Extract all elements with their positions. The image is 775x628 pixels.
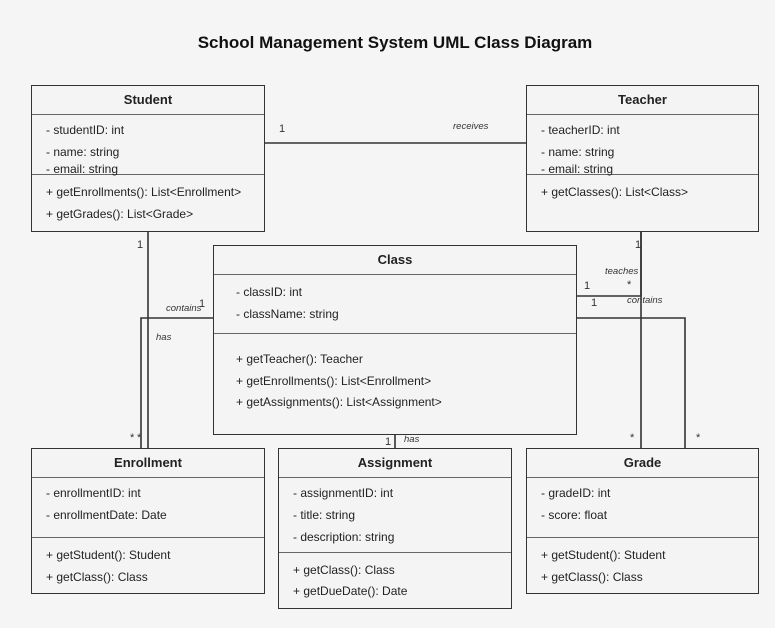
grade-method: + getClass(): Class (541, 570, 643, 584)
mult-class-contains-left: 1 (199, 298, 205, 310)
class-attr: - classID: int (236, 285, 303, 299)
teacher-class-box[interactable]: Teacher - teacherID: int - name: string … (526, 85, 759, 232)
enrollment-class-name: Enrollment (32, 449, 264, 478)
mult-enrollment-has: * (137, 432, 142, 444)
enrollment-class-box[interactable]: Enrollment - enrollmentID: int - enrollm… (31, 448, 265, 594)
class-attr: - className: string (236, 307, 339, 321)
assignment-class-name: Assignment (279, 449, 511, 478)
student-class-name: Student (32, 86, 264, 115)
diagram-title: School Management System UML Class Diagr… (197, 33, 593, 52)
assignment-method: + getDueDate(): Date (293, 584, 408, 598)
class-class-name: Class (214, 246, 576, 275)
contains-left-label: contains (166, 303, 202, 314)
class-class-box[interactable]: Class - classID: int - className: string… (213, 245, 577, 435)
grade-class-name: Grade (527, 449, 758, 478)
enrollment-attr: - enrollmentDate: Date (46, 508, 167, 522)
teacher-attributes: - teacherID: int - name: string - email:… (527, 115, 758, 176)
teaches-label: teaches (605, 266, 639, 277)
enrollment-method: + getClass(): Class (46, 570, 148, 584)
mult-student-has: 1 (137, 239, 143, 251)
enrollment-attributes: - enrollmentID: int - enrollmentDate: Da… (32, 478, 264, 538)
student-method: + getGrades(): List<Grade> (46, 207, 194, 221)
assignment-method: + getClass(): Class (293, 563, 395, 577)
teacher-attr: - email: string (541, 162, 614, 176)
grade-attributes: - gradeID: int - score: float (527, 478, 758, 538)
assignment-attr: - description: string (293, 530, 395, 544)
student-attr: - studentID: int (46, 123, 125, 137)
teacher-class-name: Teacher (527, 86, 758, 115)
enrollment-method: + getStudent(): Student (46, 548, 171, 562)
mult-class-teaches-1: 1 (584, 280, 590, 292)
student-attributes: - studentID: int - name: string - email:… (32, 115, 264, 176)
mult-class-contains-right: 1 (591, 297, 597, 309)
student-class-box[interactable]: Student - studentID: int - name: string … (31, 85, 265, 232)
grade-attr: - gradeID: int (541, 486, 611, 500)
contains-right-label: contains (627, 295, 663, 306)
grade-class-box[interactable]: Grade - gradeID: int - score: float + ge… (526, 448, 759, 594)
mult-grade-contains: * (696, 432, 701, 444)
teacher-attr: - teacherID: int (541, 123, 620, 137)
student-attr: - email: string (46, 162, 119, 176)
student-method: + getEnrollments(): List<Enrollment> (46, 185, 242, 199)
assignment-attr: - title: string (293, 508, 356, 522)
teacher-method: + getClasses(): List<Class> (541, 185, 689, 199)
mult-student-receives: 1 (279, 123, 285, 135)
mult-class-has: 1 (385, 436, 391, 448)
teacher-attr: - name: string (541, 145, 615, 159)
teaches-line (565, 231, 642, 301)
class-method: + getEnrollments(): List<Enrollment> (236, 374, 432, 388)
mult-grade-receives: * (630, 432, 635, 444)
class-contains-grade-line (577, 317, 690, 462)
mult-teacher-teaches: 1 (635, 239, 641, 251)
has-left-label: has (156, 332, 172, 343)
assignment-attr: - assignmentID: int (293, 486, 394, 500)
class-attributes: - classID: int - className: string (214, 275, 576, 334)
student-attr: - name: string (46, 145, 120, 159)
mult-enrollment-contains: * (130, 432, 135, 444)
class-method: + getAssignments(): List<Assignment> (236, 395, 442, 409)
has-assignment-label: has (404, 434, 420, 445)
grade-attr: - score: float (541, 508, 608, 522)
enrollment-attr: - enrollmentID: int (46, 486, 141, 500)
grade-method: + getStudent(): Student (541, 548, 666, 562)
class-contains-enrollment-line (136, 317, 213, 462)
receives-label: receives (453, 121, 489, 132)
assignment-attributes: - assignmentID: int - title: string - de… (279, 478, 511, 553)
class-method: + getTeacher(): Teacher (236, 352, 363, 366)
assignment-class-box[interactable]: Assignment - assignmentID: int - title: … (278, 448, 512, 609)
mult-class-teaches-star: * (627, 279, 632, 291)
